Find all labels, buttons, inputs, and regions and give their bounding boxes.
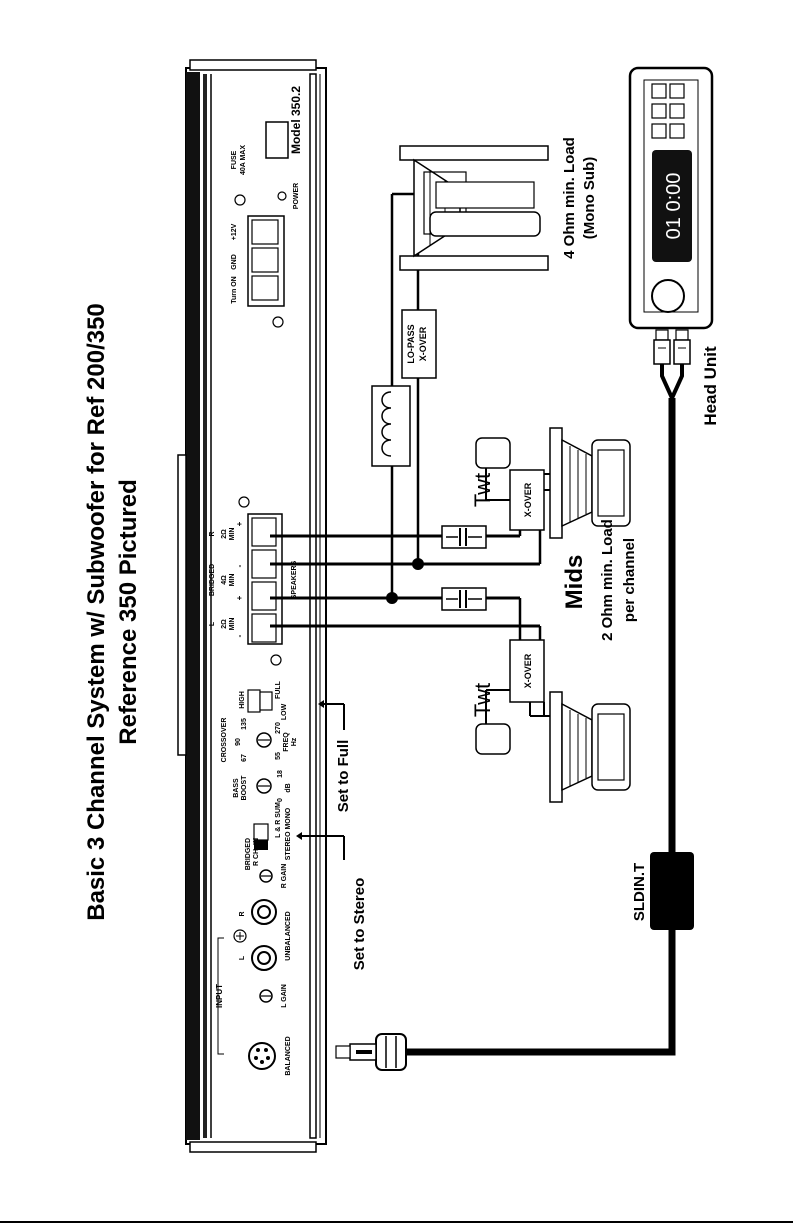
- sign-2: +: [235, 595, 244, 600]
- power-terminal-block: [234, 194, 285, 328]
- tweeter-right-label: Twt: [470, 473, 495, 507]
- r-rca-label: R: [239, 911, 246, 916]
- crossover-label: CROSSOVER: [221, 718, 228, 763]
- subwoofer: [399, 145, 549, 271]
- ohm-4-min: MIN: [229, 574, 236, 587]
- ohm-4: 4Ω: [221, 575, 228, 585]
- tweeter-left: [475, 689, 511, 755]
- freq-55: 55: [275, 752, 282, 760]
- ohm-2-r-min: MIN: [229, 528, 236, 541]
- sub-load-label: 4 Ohm min. Load: [561, 137, 578, 259]
- sldin-label: SLDIN.T: [631, 863, 648, 921]
- mids-load-label: 2 Ohm min. Load: [599, 519, 616, 641]
- ohm-2-l-min: MIN: [229, 618, 236, 631]
- freq-135: 135: [241, 718, 248, 730]
- lo-pass-label: LO-PASS: [406, 324, 416, 363]
- speaker-bridged-label: BRIDGED: [209, 564, 216, 596]
- mid-speaker-left: [529, 691, 631, 803]
- capacitor-left: [441, 587, 487, 611]
- mid-speaker-right: [544, 427, 631, 539]
- sign-3: -: [235, 564, 244, 567]
- r-gain-label: R GAIN: [281, 864, 288, 889]
- speakers-label: SPEAKERS: [291, 560, 298, 599]
- lo-pass-xover-label: X-OVER: [418, 326, 428, 361]
- terminal-gnd: GND: [231, 254, 238, 270]
- terminal-12v: +12V: [231, 223, 238, 240]
- junction-left: [386, 592, 398, 604]
- freq-label: FREQ: [283, 732, 290, 752]
- fuse-holder: [265, 121, 289, 159]
- capacitor-right: [441, 525, 487, 549]
- high-label: HIGH: [239, 691, 246, 709]
- diagram-title-line1: Basic 3 Channel System w/ Subwoofer for …: [83, 303, 110, 921]
- head-unit: [628, 66, 714, 330]
- mids-label: Mids: [561, 555, 588, 610]
- speaker-r-label: R: [209, 531, 216, 536]
- boost-label: BOOST: [241, 775, 248, 801]
- set-to-stereo-label: Set to Stereo: [351, 878, 368, 971]
- boost-18: 18: [277, 770, 284, 778]
- hz-label: Hz: [291, 737, 298, 746]
- freq-67: 67: [241, 754, 248, 762]
- freq-90: 90: [235, 738, 242, 746]
- balanced-label: BALANCED: [285, 1036, 292, 1075]
- bridged-switch-label: BRIDGED: [245, 838, 252, 870]
- ohm-2-r: 2Ω: [221, 529, 228, 539]
- r-ch-in-label: R CH. IN: [253, 838, 260, 866]
- xover-left-label: X-OVER: [523, 653, 533, 688]
- head-unit-display: 01 0:00: [663, 173, 685, 240]
- callout-lines: [296, 700, 345, 860]
- power-led: [277, 191, 287, 201]
- crossover-controls: [247, 689, 273, 883]
- boost-db: dB: [285, 783, 292, 792]
- stereo-mono-label: STEREO MONO: [285, 807, 292, 860]
- xover-right-label: X-OVER: [523, 482, 533, 517]
- terminal-turn-on: Turn ON: [231, 276, 238, 303]
- junction-right: [412, 558, 424, 570]
- unbalanced-label: UNBALANCED: [285, 911, 292, 960]
- bass-label: BASS: [233, 778, 240, 798]
- fuse-rating: 40A MAX: [240, 145, 247, 175]
- lr-sum-label: L & R SUM: [275, 802, 282, 838]
- rca-inputs: [217, 899, 277, 1070]
- sign-1: -: [235, 634, 244, 637]
- sign-4: +: [235, 521, 244, 526]
- speaker-l-label: L: [209, 621, 216, 626]
- fuse-label: FUSE: [231, 150, 238, 169]
- input-label: INPUT: [215, 984, 224, 1008]
- diagram-title-line2: Reference 350 Pictured: [115, 479, 142, 744]
- low-label: LOW: [281, 703, 288, 720]
- lo-pass-xover-box: [401, 309, 437, 379]
- l-rca-label: L: [239, 955, 246, 960]
- full-label: FULL: [275, 680, 282, 699]
- set-to-full-label: Set to Full: [335, 740, 352, 813]
- model-label: Model 350.2: [289, 86, 303, 154]
- xover-left-box: [509, 639, 545, 703]
- signal-cable: [335, 398, 694, 1071]
- mono-sub-label: (Mono Sub): [581, 157, 598, 239]
- l-gain-label: L GAIN: [281, 984, 288, 1008]
- freq-270: 270: [275, 722, 282, 734]
- ohm-2-l: 2Ω: [221, 619, 228, 629]
- power-label: POWER: [293, 183, 300, 209]
- rca-plugs: [653, 329, 691, 399]
- tweeter-left-label: Twt: [470, 683, 495, 717]
- per-channel-label: per channel: [621, 538, 638, 622]
- speaker-terminal-block: [238, 496, 283, 666]
- inductor: [371, 385, 411, 467]
- boost-0: 0: [277, 798, 284, 802]
- xover-right-box: [509, 469, 545, 531]
- head-unit-label: Head Unit: [701, 346, 720, 426]
